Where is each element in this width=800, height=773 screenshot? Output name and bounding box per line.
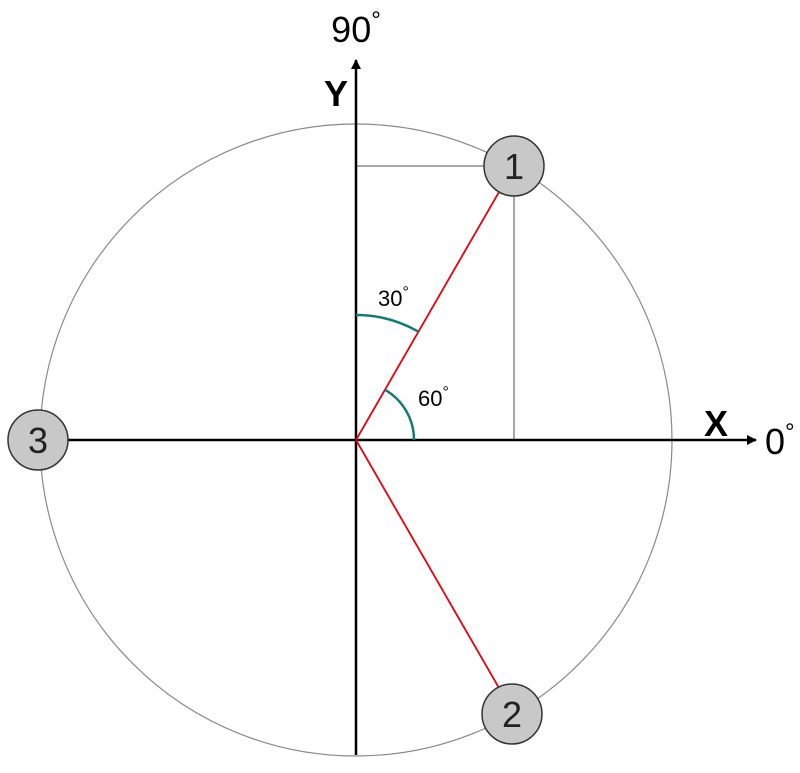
vector-to-node-2 — [355, 439, 515, 715]
node-2-circle — [481, 683, 543, 745]
degree-symbol: ° — [785, 419, 795, 446]
degree-symbol: ° — [402, 284, 408, 301]
node-1-label: 1 — [504, 146, 524, 187]
y-axis-label: Y — [324, 73, 348, 114]
angle-label-0: 0° — [765, 419, 795, 462]
node-3: 3 — [7, 409, 69, 471]
angle-0-value: 0 — [765, 421, 785, 462]
angle-arc-60 — [384, 388, 416, 441]
node-2-label: 2 — [502, 694, 522, 735]
angle-arc-30 — [355, 313, 420, 333]
angle-30-value: 30 — [378, 286, 402, 311]
degree-symbol: ° — [371, 7, 381, 34]
vector-to-node-1 — [355, 165, 515, 441]
angle-90-value: 90 — [331, 9, 371, 50]
angle-label-60: 60° — [418, 384, 449, 411]
angle-60-value: 60 — [418, 386, 442, 411]
x-axis-label: X — [704, 403, 728, 444]
node-2: 2 — [481, 683, 543, 745]
node-3-circle — [7, 409, 69, 471]
node-3-label: 3 — [28, 420, 48, 461]
node-1: 1 — [483, 135, 545, 197]
degree-symbol: ° — [442, 384, 448, 401]
angle-label-90: 90° — [331, 7, 381, 50]
angle-label-30: 30° — [378, 284, 409, 311]
node-1-circle — [483, 135, 545, 197]
